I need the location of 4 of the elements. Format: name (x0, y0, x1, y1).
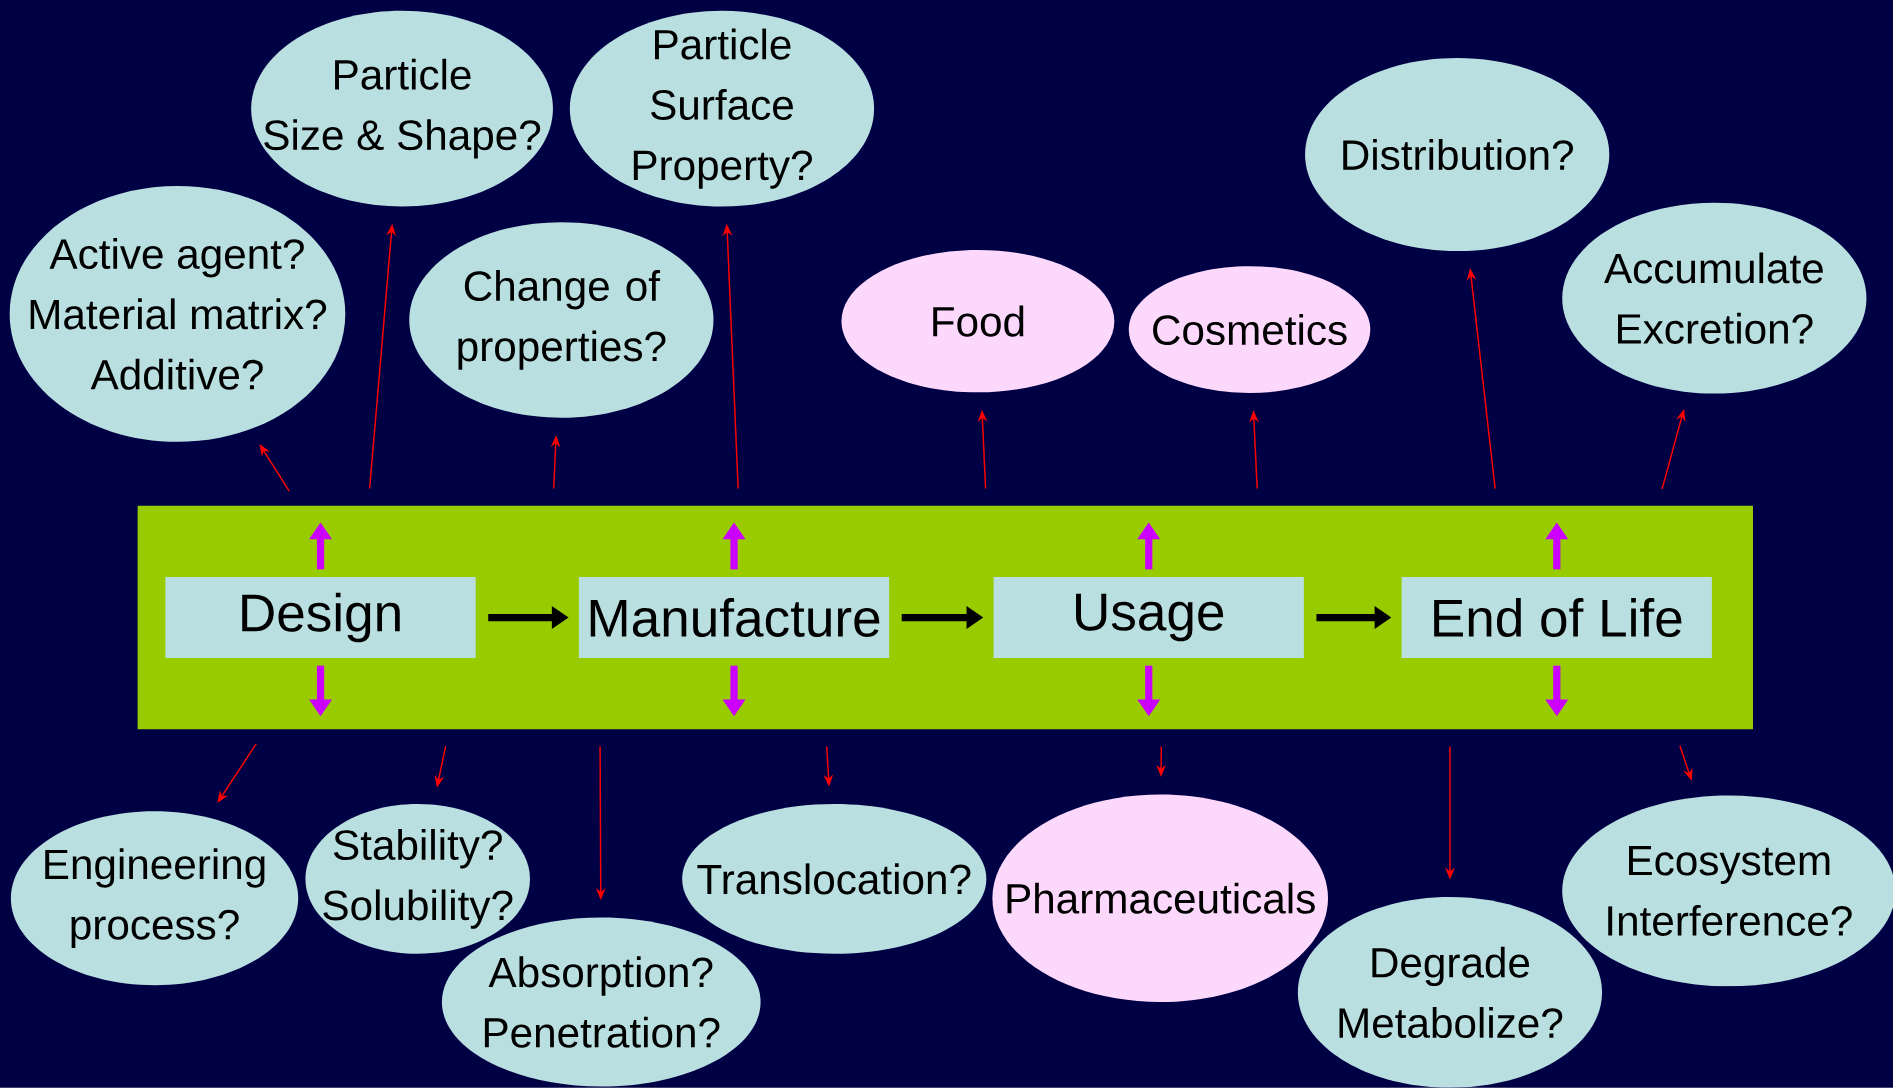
stage-box: Design (165, 577, 476, 659)
stage-box: End of Life (1401, 577, 1712, 659)
stage-box: Manufacture (578, 577, 890, 659)
stage-box: Usage (993, 577, 1304, 659)
